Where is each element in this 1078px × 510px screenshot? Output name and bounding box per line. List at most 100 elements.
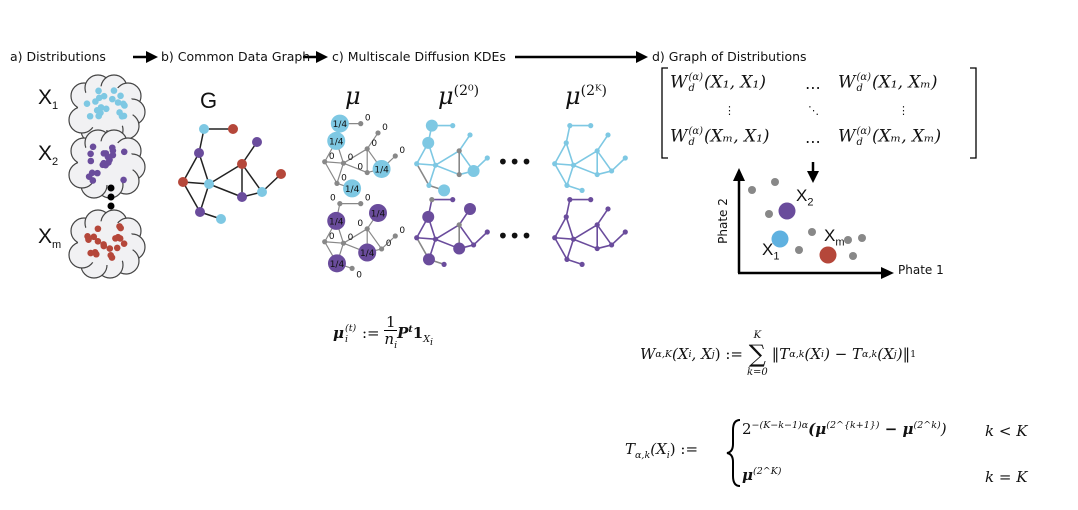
kde-edge: [566, 258, 583, 266]
kde-node: [464, 202, 476, 215]
kde-edge: [596, 224, 613, 246]
x1-label: X1: [38, 86, 59, 113]
t-formula-cond-2: k = K: [985, 468, 1028, 486]
kde-node: [484, 229, 490, 235]
kde-node: [570, 236, 577, 242]
cloud-point: [87, 157, 95, 165]
kde-edge: [573, 164, 598, 176]
embedding-point: [858, 234, 866, 242]
kde-edge: [343, 228, 368, 244]
kde-node: [358, 243, 377, 262]
kde-edge: [416, 236, 436, 240]
graph-node: [276, 169, 286, 179]
kde-node: [414, 161, 420, 167]
graph-g-label: G: [200, 88, 218, 113]
kde-edge: [473, 231, 488, 246]
kde-node: [358, 121, 364, 127]
kde-node: [563, 214, 569, 220]
embedding-point: [771, 178, 779, 186]
kde-edge: [573, 224, 598, 240]
kde-edge: [458, 134, 471, 152]
kde-node: [450, 197, 456, 203]
graph-edge: [182, 152, 200, 183]
cloud-point: [112, 235, 119, 242]
kde-node: [392, 233, 398, 239]
kde-node: [594, 222, 600, 228]
graph-node: [199, 124, 209, 134]
cloud-point: [109, 95, 116, 103]
kde-node: [622, 155, 628, 161]
kde-edge: [554, 142, 567, 165]
embedding-point: [795, 246, 803, 254]
point-x2-label: X2: [796, 186, 814, 209]
cloud-point: [120, 240, 128, 247]
kde-node: [605, 132, 611, 138]
kde-node: [622, 229, 628, 235]
graph-edge: [208, 163, 243, 185]
kde-node: [453, 242, 466, 255]
mu-2-K-label: μ(2ᴷ): [565, 82, 608, 110]
kde-node: [358, 201, 364, 207]
cloud-point: [104, 153, 112, 161]
kde-edge: [565, 142, 575, 166]
kde-node: [340, 160, 347, 166]
kde-node: [594, 171, 600, 178]
cloud-point: [85, 236, 92, 243]
cloud-point: [86, 112, 94, 120]
kde-node: [484, 155, 490, 161]
kde-node: [609, 168, 615, 174]
mass-zero-label: 0: [348, 233, 354, 243]
kde-edge: [554, 237, 568, 260]
kde-node: [349, 265, 355, 271]
x2-label: X2: [38, 142, 59, 169]
mass-zero-label: 0: [386, 239, 392, 249]
kde-node: [594, 245, 600, 252]
x-axis-label: Phate 1: [898, 263, 944, 277]
kde-node: [364, 169, 370, 176]
kde-node: [450, 123, 456, 129]
ellipsis-top: •••: [497, 150, 533, 174]
kde-node: [327, 131, 346, 150]
graph-node: [178, 177, 188, 187]
embedding-point: [808, 228, 816, 236]
graph-node: [237, 159, 247, 169]
graph-node: [228, 124, 238, 134]
graph-node: [194, 148, 204, 158]
kde-node: [334, 180, 340, 186]
kde-node: [432, 236, 439, 242]
kde-edge: [324, 241, 344, 244]
cloud-point: [116, 109, 123, 116]
kde-node: [343, 179, 362, 198]
kde-edge: [611, 231, 626, 246]
matrix-vdots-2: ⋮: [898, 104, 909, 117]
cases-brace: [726, 419, 741, 487]
mass-zero-label: 0: [399, 146, 405, 156]
cloud-point: [121, 102, 128, 109]
kde-node: [570, 162, 577, 168]
point-x1-label: X1: [762, 240, 780, 263]
graph-edge: [198, 152, 210, 185]
t-formula-cond-1: k < K: [985, 422, 1028, 440]
matrix-entry-m-1: W(α)d(Xₘ, X₁): [670, 126, 770, 148]
kde-edge: [428, 164, 437, 186]
kde-node: [588, 123, 594, 129]
graph-node: [252, 137, 262, 147]
cloud-point: [100, 241, 107, 248]
kde-edge: [381, 235, 396, 250]
t-formula-case-2: μ(2^K): [742, 466, 782, 484]
kde-node: [564, 182, 570, 188]
step-b-label: b) Common Data Graph: [161, 49, 311, 64]
cloud-point: [94, 169, 101, 177]
kde-edge: [324, 161, 344, 164]
cloud-point: [109, 151, 117, 159]
kde-edge: [596, 150, 613, 172]
cloud-point: [110, 87, 118, 94]
kde-node: [340, 240, 347, 246]
graph-edge: [182, 181, 201, 213]
kde-node: [375, 130, 381, 136]
graph-node: [204, 179, 214, 189]
kde-edge: [565, 125, 571, 144]
kde-node: [579, 261, 585, 267]
